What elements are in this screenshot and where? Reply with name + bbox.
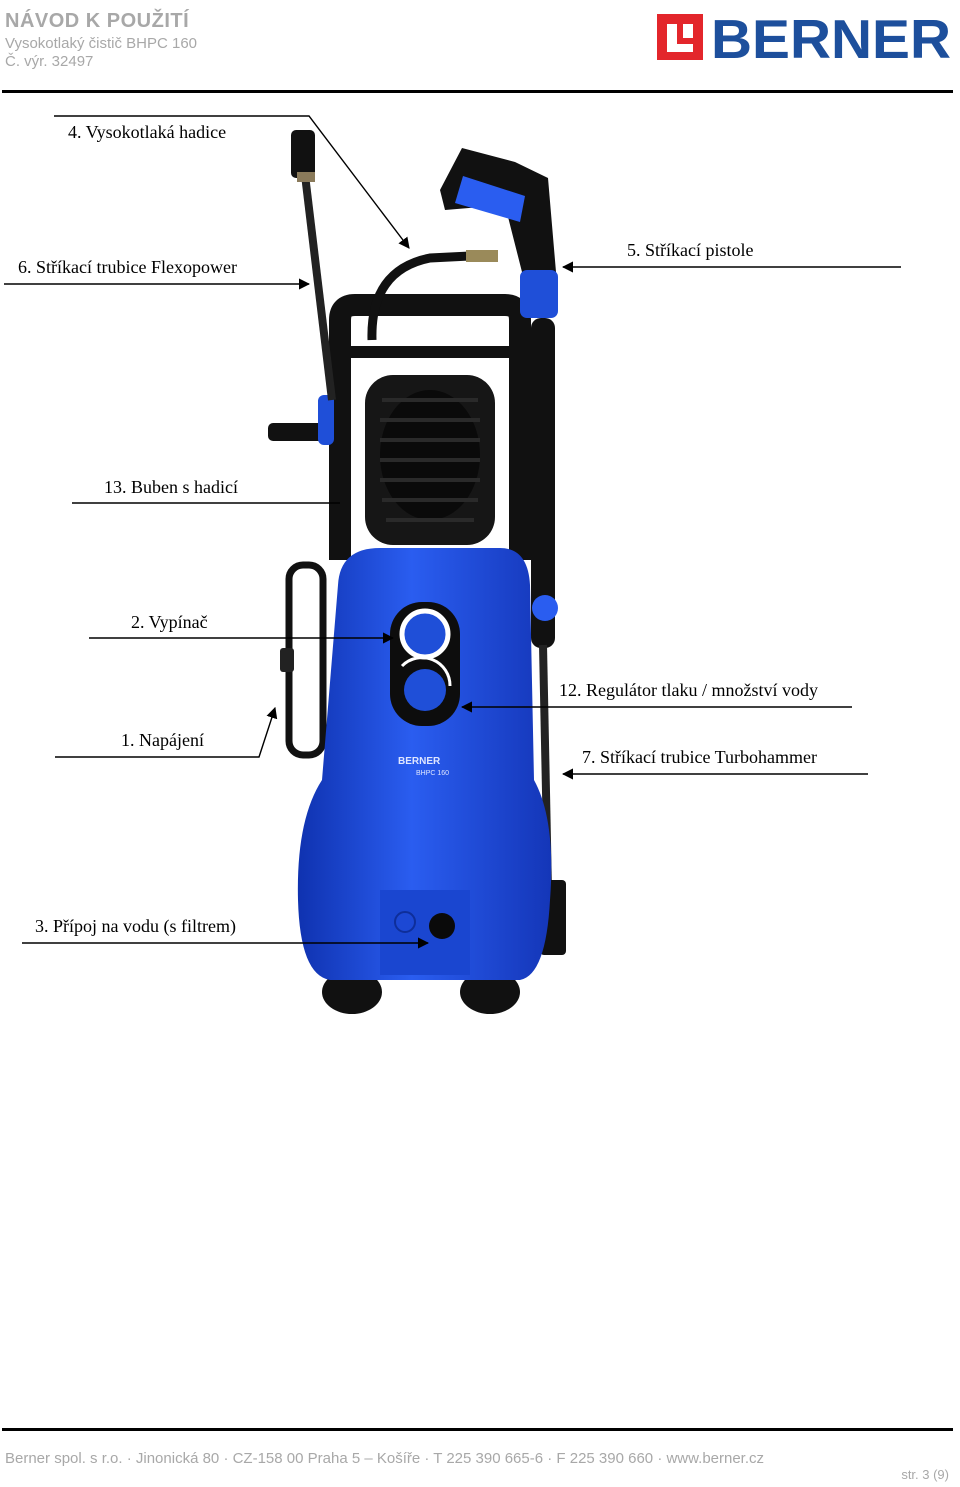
product-name: Vysokotlaký čistič BHPC 160 [5, 35, 198, 52]
berner-logo: BERNER [657, 12, 951, 66]
article-number: Č. výr. 32497 [5, 53, 94, 70]
wheel-right [460, 970, 520, 1014]
lance-flexopower [291, 130, 336, 401]
logo-text: BERNER [711, 12, 951, 66]
label-hose: 4. Vysokotlaká hadice [68, 122, 227, 142]
hose-drum [268, 375, 495, 545]
label-lance-turbohammer: 7. Stříkací trubice Turbohammer [582, 747, 817, 767]
spray-gun [440, 148, 558, 318]
footer-rule [2, 1428, 953, 1431]
document-title: NÁVOD K POUŽITÍ [5, 10, 190, 32]
label-switch: 2. Vypínač [131, 612, 208, 632]
hose-line [367, 251, 471, 341]
power-switch [399, 608, 451, 660]
logo-mark [657, 14, 703, 60]
label-water-inlet: 3. Přípoj na vodu (s filtrem) [35, 916, 236, 936]
water-inlet [429, 913, 455, 939]
label-regulator: 12. Regulátor tlaku / množství vody [559, 680, 818, 700]
machine-body: BERNER BHPC 160 [297, 548, 552, 980]
wheel-left [322, 970, 382, 1014]
label-lance-flexopower: 6. Stříkací trubice Flexopower [18, 257, 237, 277]
frame-handle [329, 294, 531, 560]
power-cable [280, 561, 327, 759]
machine-badge: BERNER [398, 756, 441, 767]
label-spray-gun: 5. Stříkací pistole [627, 240, 754, 260]
machine-model: BHPC 160 [416, 770, 449, 777]
header-rule [2, 90, 953, 93]
footer-address: Berner spol. s r.o. · Jinonická 80 · CZ-… [5, 1450, 765, 1467]
callout-lines [4, 115, 901, 949]
label-hose-drum: 13. Buben s hadicí [104, 477, 238, 497]
label-power: 1. Napájení [121, 730, 204, 750]
page-number: str. 3 (9) [901, 1467, 949, 1482]
pressure-regulator [404, 669, 446, 711]
